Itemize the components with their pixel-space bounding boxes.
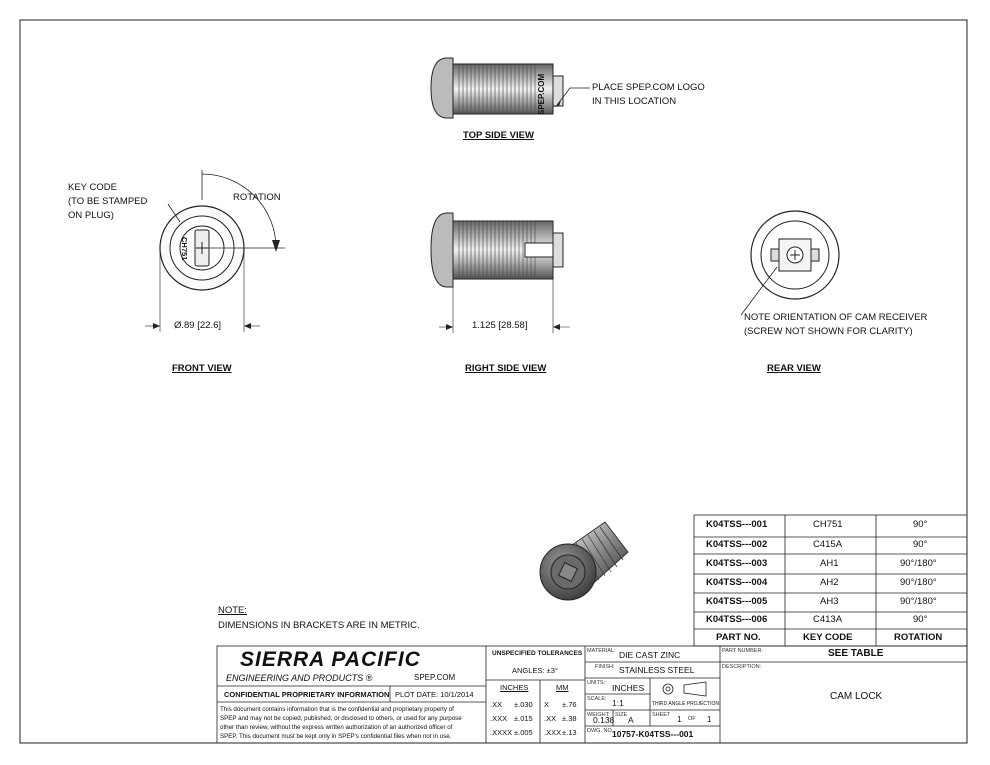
disclaimer: This document contains information that … — [220, 705, 462, 741]
units-label: UNITS: — [587, 680, 606, 686]
table-row-5-part: K04TSS---005 — [706, 596, 768, 607]
part-number-value: SEE TABLE — [828, 648, 884, 659]
table-header-part-no: PART NO. — [716, 632, 761, 643]
table-row-6-keycode: C413A — [813, 614, 843, 625]
description-value: CAM LOCK — [830, 691, 883, 702]
key-code-label-line3: ON PLUG) — [68, 210, 114, 221]
right-side-view-drawing — [430, 212, 570, 333]
disclaimer-line-1: This document contains information that … — [220, 706, 454, 713]
projection-label: THIRD ANGLE PROJECTION — [652, 701, 719, 707]
top-side-view-drawing — [430, 57, 564, 119]
dwg-no-label: DWG. NO. — [587, 728, 614, 734]
sheet-value: 1 — [677, 715, 682, 724]
sheet-label: SHEET — [652, 712, 671, 718]
tol-inch-3-val: ±.005 — [514, 728, 533, 737]
scale-label: SCALE: — [587, 696, 607, 702]
weight-value: 0.138 — [593, 715, 615, 725]
scale-value: 1:1 — [612, 698, 624, 708]
tol-mm-2-code: .XX — [544, 714, 557, 723]
size-value: A — [628, 715, 634, 725]
front-view-drawing — [145, 170, 285, 332]
angles-tolerance: ANGLES: ±3° — [512, 666, 558, 675]
tol-mm-2-val: ±.38 — [562, 714, 577, 723]
rear-note-line2: (SCREW NOT SHOWN FOR CLARITY) — [744, 326, 913, 337]
table-row-4-part: K04TSS---004 — [706, 577, 768, 588]
top-side-view-title: TOP SIDE VIEW — [463, 130, 534, 141]
tol-inch-1-val: ±.030 — [514, 700, 533, 709]
tol-mm-1-val: ±.76 — [562, 700, 577, 709]
table-header-rotation: ROTATION — [894, 632, 943, 643]
tolerances-title: UNSPECIFIED TOLERANCES — [492, 650, 583, 657]
rear-note-line1: NOTE ORIENTATION OF CAM RECEIVER — [744, 312, 928, 323]
units-value: INCHES — [612, 683, 645, 693]
company-name: SIERRA PACIFIC — [240, 648, 421, 671]
table-row-1-keycode: CH751 — [813, 519, 843, 530]
tol-mm-list: X ±.76 .XX ±.38 .XXX±.13 — [544, 698, 577, 740]
finish-label: FINISH: — [595, 664, 615, 670]
sheet-of-label: OF — [688, 716, 696, 722]
part-number-label: PART NUMBER: — [722, 648, 763, 654]
table-row-4-rotation: 90°/180° — [900, 577, 937, 588]
table-row-3-part: K04TSS---003 — [706, 558, 768, 569]
note-title: NOTE: — [218, 605, 248, 616]
tol-inches-header: INCHES — [500, 683, 529, 692]
tol-inch-1-code: .XX — [490, 700, 503, 709]
finish-value: STAINLESS STEEL — [619, 665, 695, 675]
table-header-key-code: KEY CODE — [803, 632, 853, 643]
table-row-4-keycode: AH2 — [820, 577, 839, 588]
tol-mm-3-val: ±.13 — [562, 728, 577, 737]
key-code-label-line2: (TO BE STAMPED — [68, 196, 148, 207]
tol-mm-header: MM — [556, 683, 569, 692]
front-view-title: FRONT VIEW — [172, 363, 232, 374]
table-row-2-rotation: 90° — [913, 539, 928, 550]
plot-date-value: 10/1/2014 — [440, 690, 474, 699]
rotation-label: ROTATION — [233, 192, 281, 203]
tol-mm-3-code: .XXX — [544, 728, 562, 737]
table-row-3-keycode: AH1 — [820, 558, 839, 569]
table-row-2-part: K04TSS---002 — [706, 539, 768, 550]
table-row-6-part: K04TSS---006 — [706, 614, 768, 625]
material-value: DIE CAST ZINC — [619, 650, 681, 660]
table-row-2-keycode: C415A — [813, 539, 843, 550]
tol-inch-2-val: ±.015 — [514, 714, 533, 723]
plot-date-label: PLOT DATE: — [395, 690, 439, 699]
company-subtitle-text: ENGINEERING AND PRODUCTS — [226, 673, 364, 683]
registered-mark: ® — [365, 673, 373, 683]
sheets-total: 1 — [707, 715, 712, 724]
table-row-3-rotation: 90°/180° — [900, 558, 937, 569]
logo-leader-line — [555, 87, 590, 107]
weight-label: WEIGHT: — [587, 712, 610, 718]
material-label: MATERIAL: — [587, 648, 616, 654]
disclaimer-line-3: other than review, without the express w… — [220, 724, 453, 731]
tol-mm-1-code: X — [544, 700, 550, 709]
tol-inches-list: .XX ±.030 .XXX ±.015 .XXXX±.005 — [490, 698, 533, 740]
key-code-label-line1: KEY CODE — [68, 182, 117, 193]
table-row-1-rotation: 90° — [913, 519, 928, 530]
company-website: SPEP.COM — [414, 673, 456, 682]
table-row-1-part: K04TSS---001 — [706, 519, 768, 530]
table-row-5-rotation: 90°/180° — [900, 596, 937, 607]
logo-note-line2: IN THIS LOCATION — [592, 96, 677, 107]
description-label: DESCRIPTION: — [722, 664, 762, 670]
company-subtitle: ENGINEERING AND PRODUCTS ® — [226, 673, 372, 683]
note-text: DIMENSIONS IN BRACKETS ARE IN METRIC. — [218, 620, 420, 631]
isometric-render — [539, 521, 629, 601]
right-side-view-title: RIGHT SIDE VIEW — [465, 363, 547, 374]
rear-view-drawing — [740, 210, 840, 316]
confidential-label: CONFIDENTIAL PROPRIETARY INFORMATION — [224, 690, 390, 699]
table-row-5-keycode: AH3 — [820, 596, 839, 607]
disclaimer-line-4: SPEP. This document must be kept only in… — [220, 733, 452, 740]
front-diameter-dimension: Ø.89 [22.6] — [174, 320, 222, 331]
table-row-6-rotation: 90° — [913, 614, 928, 625]
logo-note-line1: PLACE SPEP.COM LOGO — [592, 82, 705, 93]
tol-inch-2-code: .XXX — [490, 714, 508, 723]
disclaimer-line-2: SPEP and may not be copied, published, o… — [220, 715, 462, 722]
plot-date: PLOT DATE: 10/1/2014 — [395, 690, 474, 699]
rear-view-title: REAR VIEW — [767, 363, 821, 374]
right-side-length-dimension: 1.125 [28.58] — [472, 320, 528, 331]
dwg-no-value: 10757-K04TSS---001 — [612, 729, 694, 739]
size-label: SIZE — [615, 712, 628, 718]
tol-inch-3-code: .XXXX — [490, 728, 513, 737]
